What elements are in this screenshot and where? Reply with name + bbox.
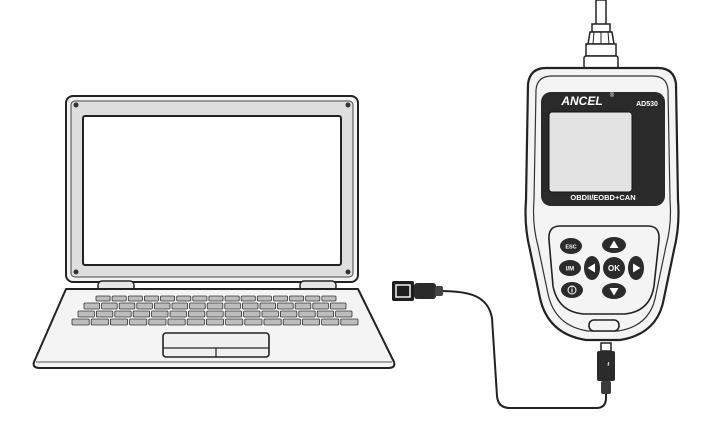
keyboard-key — [188, 311, 204, 317]
obd-cable — [596, 0, 606, 26]
im-button-label: I/M — [566, 267, 574, 273]
protocol-label: OBDII/EOBD+CAN — [570, 193, 635, 202]
keyboard-key — [306, 296, 320, 301]
keyboard-key — [317, 311, 333, 317]
keyboard-key — [257, 296, 271, 301]
laptop-screw — [74, 270, 79, 275]
laptop-screw — [74, 103, 79, 108]
keyboard-key — [84, 303, 100, 309]
keyboard-key — [172, 303, 188, 309]
keyboard-key — [330, 303, 346, 309]
keyboard-key — [152, 311, 168, 317]
keyboard-key — [299, 311, 315, 317]
keyboard-key — [115, 311, 131, 317]
keyboard-key — [207, 303, 223, 309]
keyboard-key — [341, 319, 358, 325]
keyboard-key — [260, 303, 276, 309]
keyboard-key — [209, 296, 223, 301]
keyboard-key — [177, 296, 191, 301]
keyboard-key — [280, 311, 296, 317]
help-button[interactable] — [561, 282, 583, 298]
usb-plug-strain-relief — [601, 381, 611, 394]
laptop — [34, 96, 395, 368]
laptop-screw — [346, 103, 351, 108]
usb-plug-tip — [601, 343, 611, 351]
keyboard-key — [170, 311, 186, 317]
keyboard-key — [225, 296, 239, 301]
keyboard-key — [133, 311, 149, 317]
keyboard-key — [168, 319, 185, 325]
scanner-usb-port — [589, 320, 619, 331]
obd-connector-base — [586, 44, 616, 56]
laptop-screen — [83, 116, 341, 265]
scanner-brand: ANCEL — [560, 94, 602, 108]
keyboard-key — [245, 319, 262, 325]
keyboard-key — [262, 311, 278, 317]
laptop-screw — [346, 270, 351, 275]
keyboard-key — [154, 303, 170, 309]
keyboard-key — [242, 303, 258, 309]
keyboard-key — [187, 319, 204, 325]
keyboard-key — [206, 319, 223, 325]
usb-a-body — [414, 283, 436, 299]
usb-symbol-icon: ⌁ — [604, 362, 613, 367]
usb-a-strain-relief — [435, 286, 443, 296]
keyboard-key — [149, 319, 166, 325]
keyboard-key — [207, 311, 223, 317]
keyboard-key — [137, 303, 153, 309]
keyboard-key — [290, 296, 304, 301]
esc-button-label: ESC — [565, 244, 576, 250]
keyboard-key — [302, 319, 319, 325]
keyboard-key — [241, 296, 255, 301]
keyboard-key — [264, 319, 281, 325]
scanner-screen — [549, 112, 632, 192]
up-button[interactable] — [602, 237, 626, 253]
keyboard-key — [313, 303, 329, 309]
keyboard-key — [110, 319, 127, 325]
keyboard-key — [161, 296, 175, 301]
registered-mark: ® — [610, 92, 615, 99]
keyboard-key — [244, 311, 260, 317]
keyboard-key — [119, 303, 135, 309]
scanner-model: AD530 — [636, 101, 658, 108]
right-button[interactable] — [628, 256, 644, 280]
usb-a-plug-laptop — [392, 281, 443, 301]
obd-cable-collar — [592, 24, 610, 32]
keyboard-key — [112, 296, 126, 301]
obd-scanner: ANCEL ® AD530 OBDII/EOBD+CAN ESC I/M — [526, 0, 679, 340]
keyboard-key — [226, 319, 243, 325]
keyboard-key — [225, 303, 241, 309]
obd-connector-port — [584, 56, 618, 68]
keyboard-key — [190, 303, 206, 309]
keyboard-key — [322, 296, 336, 301]
keyboard-key — [295, 303, 311, 309]
keyboard-key — [225, 311, 241, 317]
usb-plug-scanner: ⌁ — [597, 343, 615, 394]
keyboard-key — [96, 311, 112, 317]
keyboard-key — [130, 319, 147, 325]
keyboard-key — [283, 319, 300, 325]
keyboard-key — [274, 296, 288, 301]
keyboard-key — [91, 319, 108, 325]
ok-button-label: OK — [608, 264, 620, 273]
esc-button[interactable]: ESC — [560, 238, 582, 254]
keyboard-key — [278, 303, 294, 309]
keyboard-key — [128, 296, 142, 301]
left-button[interactable] — [584, 256, 600, 280]
keyboard-key — [78, 311, 94, 317]
ok-button[interactable]: OK — [603, 257, 625, 279]
keyboard-key — [102, 303, 118, 309]
im-button[interactable]: I/M — [559, 260, 581, 276]
keyboard-key — [193, 296, 207, 301]
keyboard-key — [336, 311, 352, 317]
down-button[interactable] — [602, 283, 626, 299]
keyboard-key — [96, 296, 110, 301]
keyboard-key — [322, 319, 339, 325]
keyboard-key — [144, 296, 158, 301]
keyboard-key — [72, 319, 89, 325]
